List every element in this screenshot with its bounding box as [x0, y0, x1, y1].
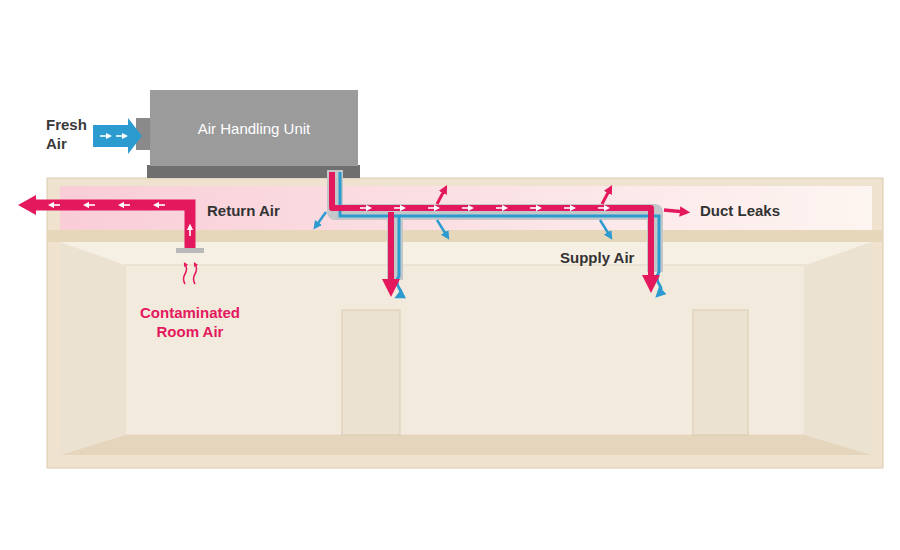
- rising-air: [184, 264, 187, 284]
- flow-tick: [360, 207, 369, 209]
- ceiling-slab: [47, 230, 883, 242]
- flow-label: Fresh Air: [46, 116, 94, 154]
- room-space: [60, 242, 872, 455]
- leak-arrow: [600, 220, 610, 236]
- room-air-label: Contaminated Room Air: [125, 304, 255, 342]
- return-arrowhead: [18, 195, 36, 215]
- flow-tick: [564, 207, 573, 209]
- fresh-air-arrow: [93, 118, 142, 154]
- back-wall: [125, 265, 805, 435]
- leak-arrow: [316, 212, 326, 226]
- flow-label: Duct Leaks: [700, 202, 810, 221]
- flow-tick: [189, 227, 191, 236]
- return-duct: [34, 205, 190, 250]
- flow-label: Return Air: [207, 202, 307, 221]
- flow-label: Supply Air: [560, 249, 645, 268]
- flow-tick: [462, 207, 471, 209]
- supply-clean-air: [397, 216, 401, 296]
- leak-arrow: [437, 220, 447, 236]
- flow-tick: [598, 207, 607, 209]
- room-floor: [60, 435, 872, 455]
- leak-arrow: [437, 189, 445, 204]
- flow-tick: [116, 135, 125, 137]
- leak-arrow: [664, 210, 685, 212]
- leak-arrow: [602, 189, 610, 204]
- door: [693, 310, 748, 435]
- supply-contaminated-air: [388, 212, 394, 288]
- left-wall: [60, 242, 125, 455]
- door: [342, 310, 400, 435]
- building-frame: [47, 178, 883, 468]
- return-grille: [176, 248, 204, 253]
- flow-tick: [51, 204, 60, 206]
- unit-label: Air Handling Unit: [198, 120, 311, 137]
- flow-tick: [496, 207, 505, 209]
- flow-tick: [394, 207, 403, 209]
- flow-tick: [121, 204, 130, 206]
- supply-duct: [335, 170, 655, 272]
- unit-box: Air Handling Unit: [150, 90, 358, 166]
- flow-tick: [428, 207, 437, 209]
- flow-tick: [100, 135, 109, 137]
- rising-air: [194, 264, 197, 284]
- flow-tick: [156, 204, 165, 206]
- right-wall: [805, 242, 872, 455]
- flow-tick: [86, 204, 95, 206]
- supply-clean-air: [340, 172, 661, 294]
- supply-contaminated-air: [332, 172, 651, 284]
- flow-tick: [530, 207, 539, 209]
